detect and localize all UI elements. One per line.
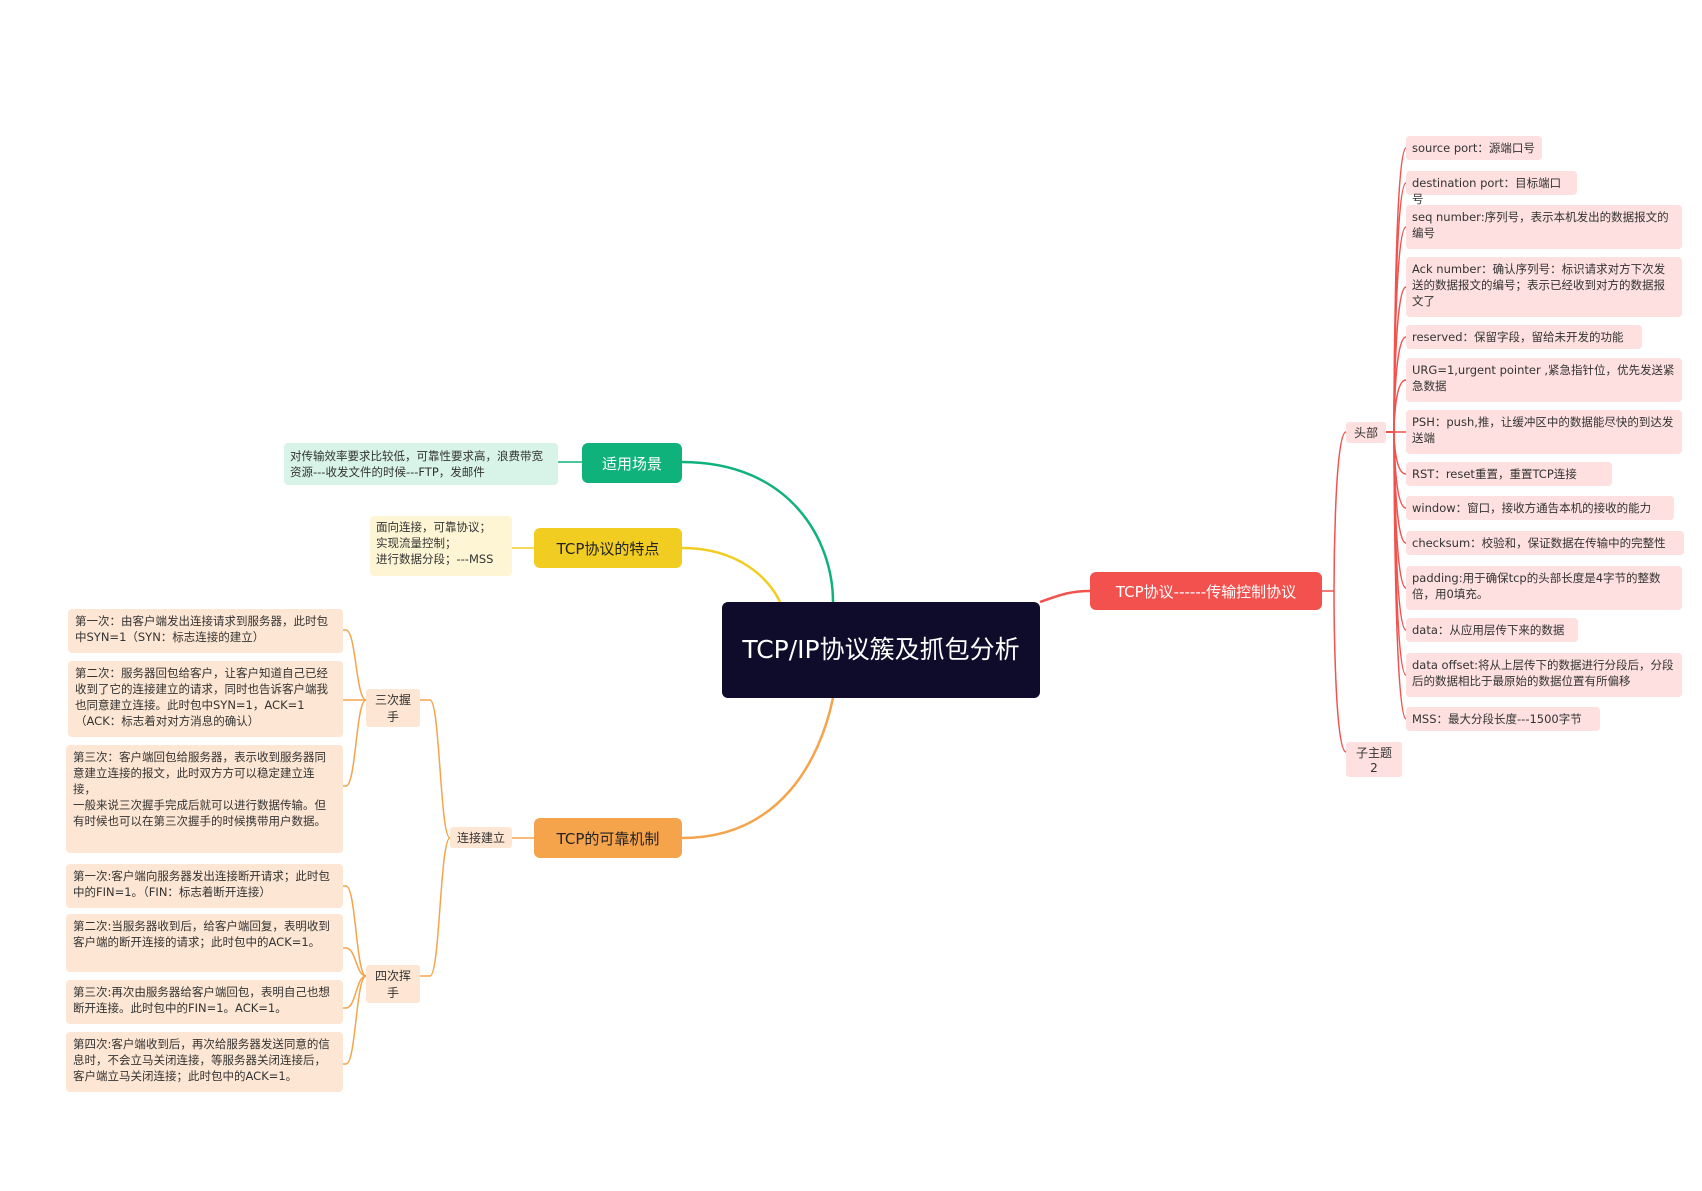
features-detail[interactable]: 面向连接，可靠协议； 实现流量控制； 进行数据分段；---MSS (370, 516, 512, 576)
branch-tcp-protocol[interactable]: TCP协议------传输控制协议 (1090, 572, 1322, 610)
handshake-step-1[interactable]: 第一次：由客户端发出连接请求到服务器，此时包中SYN=1（SYN：标志连接的建立… (68, 609, 343, 653)
four-way-wave[interactable]: 四次挥手 (366, 965, 420, 1003)
wave-step-1[interactable]: 第一次:客户端向服务器发出连接断开请求；此时包中的FIN=1。（FIN：标志着断… (66, 864, 343, 908)
header-field-item[interactable]: window：窗口，接收方通告本机的接收的能力 (1406, 496, 1674, 520)
branch-scene[interactable]: 适用场景 (582, 443, 682, 483)
three-way-handshake[interactable]: 三次握手 (366, 689, 420, 727)
header-field-item[interactable]: padding:用于确保tcp的头部长度是4字节的整数倍，用0填充。 (1406, 566, 1682, 610)
wave-step-4[interactable]: 第四次:客户端收到后，再次给服务器发送同意的信息时，不会立马关闭连接，等服务器关… (66, 1032, 343, 1092)
handshake-step-2[interactable]: 第二次：服务器回包给客户，让客户知道自己已经收到了它的连接建立的请求，同时也告诉… (68, 661, 343, 737)
header-field-item[interactable]: data offset:将从上层传下的数据进行分段后，分段后的数据相比于最原始的… (1406, 653, 1682, 697)
wave-step-3[interactable]: 第三次:再次由服务器给客户端回包，表明自己也想断开连接。此时包中的FIN=1。A… (66, 980, 343, 1024)
header-field-item[interactable]: PSH：push,推，让缓冲区中的数据能尽快的到达发送端 (1406, 410, 1682, 454)
header-field-item[interactable]: destination port：目标端口号 (1406, 171, 1577, 206)
handshake-step-3[interactable]: 第三次：客户端回包给服务器，表示收到服务器同意建立连接的报文，此时双方方可以稳定… (66, 745, 343, 853)
header-field-item[interactable]: checksum：校验和，保证数据在传输中的完整性 (1406, 531, 1684, 555)
root-topic[interactable]: TCP/IP协议簇及抓包分析 (722, 602, 1040, 698)
header-field-item[interactable]: source port：源端口号 (1406, 136, 1542, 160)
header-field-item[interactable]: URG=1,urgent pointer ,紧急指针位，优先发送紧急数据 (1406, 358, 1682, 402)
branch-features[interactable]: TCP协议的特点 (534, 528, 682, 568)
branch-reliability[interactable]: TCP的可靠机制 (534, 818, 682, 858)
scene-detail[interactable]: 对传输效率要求比较低，可靠性要求高，浪费带宽资源---收发文件的时候---FTP… (284, 443, 558, 485)
subtopic-2[interactable]: 子主题 2 (1346, 742, 1402, 777)
header-field-item[interactable]: reserved：保留字段，留给未开发的功能 (1406, 325, 1642, 349)
header-field-item[interactable]: MSS：最大分段长度---1500字节 (1406, 707, 1600, 731)
connect-setup[interactable]: 连接建立 (450, 827, 512, 848)
header-field-item[interactable]: RST：reset重置，重置TCP连接 (1406, 462, 1612, 486)
header-field-item[interactable]: data：从应用层传下来的数据 (1406, 618, 1578, 642)
header-field-item[interactable]: seq number:序列号，表示本机发出的数据报文的编号 (1406, 205, 1682, 249)
wave-step-2[interactable]: 第二次:当服务器收到后，给客户端回复，表明收到客户端的断开连接的请求；此时包中的… (66, 914, 343, 972)
header-field-item[interactable]: Ack number：确认序列号：标识请求对方下次发送的数据报文的编号；表示已经… (1406, 257, 1682, 317)
header-field-link (1386, 431, 1407, 720)
header-node[interactable]: 头部 (1346, 422, 1386, 443)
